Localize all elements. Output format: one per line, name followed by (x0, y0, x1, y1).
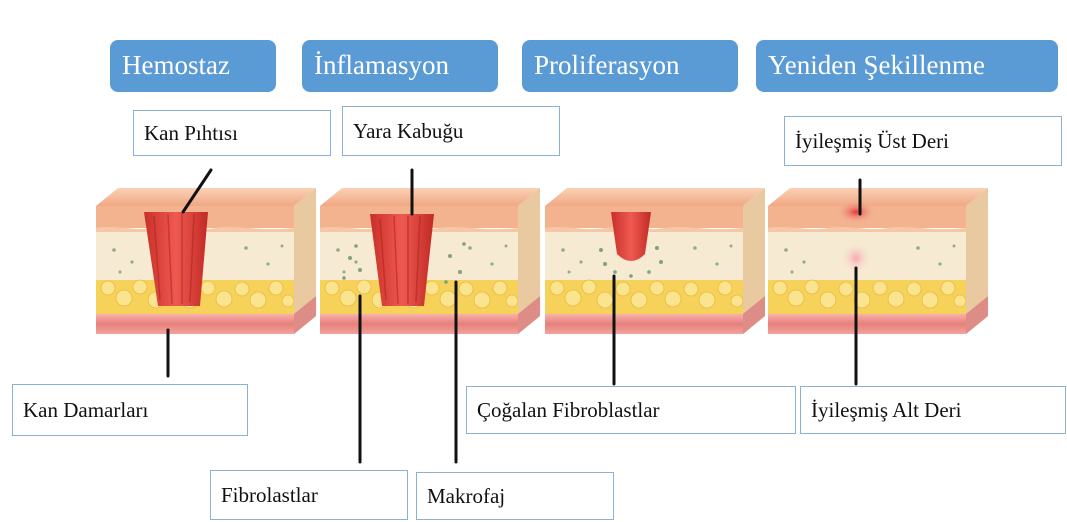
label-iyilesmis-ust-deri: İyileşmiş Üst Deri (784, 116, 1062, 166)
skin-block-hemostaz (96, 188, 316, 334)
skin-block-proliferasyon (545, 188, 765, 334)
skin-block-inflamasyon (320, 188, 540, 334)
label-yara-kabugu: Yara Kabuğu (342, 106, 560, 156)
label-makrofaj: Makrofaj (416, 472, 614, 520)
label-kan-pihtisi: Kan Pıhtısı (133, 110, 331, 156)
stage-tab-yeniden-sekillenme: Yeniden Şekillenme (756, 40, 1058, 92)
label-cogalan-fibroblastlar: Çoğalan Fibroblastlar (466, 386, 796, 434)
stage-tab-inflamasyon: İnflamasyon (302, 40, 498, 92)
healing-wound (611, 212, 651, 261)
label-kan-damarlari: Kan Damarları (12, 384, 248, 436)
healed-epidermis-mark (836, 200, 876, 224)
label-iyilesmis-alt-deri: İyileşmiş Alt Deri (800, 386, 1066, 434)
stage-tab-hemostaz: Hemostaz (110, 40, 276, 92)
skin-block-yeniden-sekillenme (768, 188, 988, 334)
stage-tab-proliferasyon: Proliferasyon (522, 40, 738, 92)
label-fibrolastlar: Fibrolastlar (210, 470, 408, 520)
